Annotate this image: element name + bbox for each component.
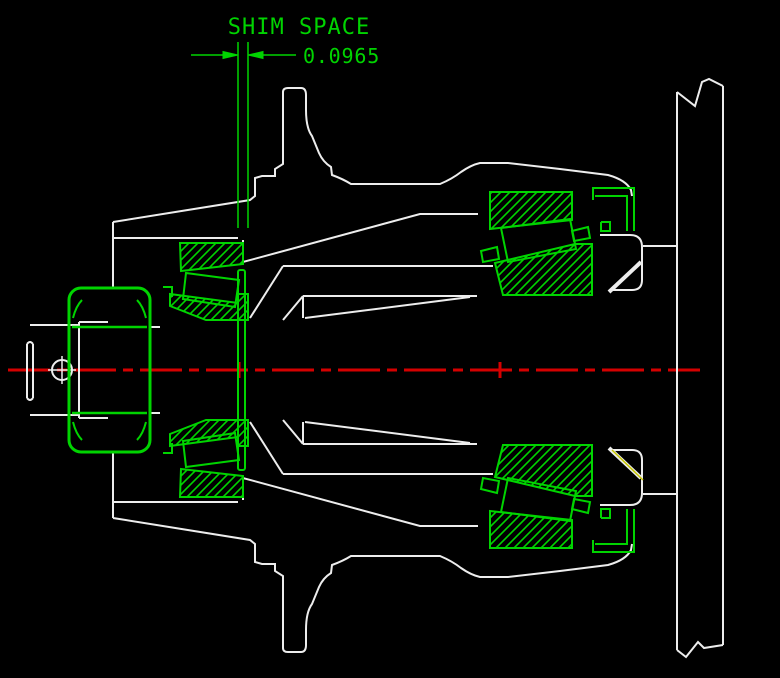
seal-contact-accent [611,449,644,481]
inner-bearing-cup-lower [178,467,244,498]
hub-bore-line-lower [242,476,478,527]
spindle-washer [237,269,246,471]
outer-bearing-cup [489,191,573,231]
hub-bore-line [242,213,478,264]
inner-bearing-cone [169,292,249,321]
shim-space-value: 0.0965 [303,44,380,68]
spindle-shoulder-lower [249,421,284,475]
outer-bearing-cone-lower [493,444,593,497]
seal-inner-shell [595,195,628,231]
shim-space-label: SHIM SPACE [228,15,370,40]
outer-bearing-cage-left-lower [479,476,501,495]
outer-bearing-cage-right-lower [570,497,592,515]
seal-outer-shell [592,187,635,231]
outer-bearing-cup-lower [489,509,573,549]
hub-outer-profile [112,87,633,223]
spindle-taper-line-lower [304,421,471,444]
dim-arrow-right [247,50,264,60]
dim-arrow-left [222,50,239,60]
shim-dimension [191,42,296,228]
nut-body [67,286,152,454]
inner-bearing-cone-lower [169,419,249,448]
spindle [30,234,677,506]
seal-outer-shell-lower [592,509,635,553]
seal-inner-shell-lower [595,509,628,545]
inner-bearing-cage-lower [163,443,173,454]
centerline [8,362,700,378]
spindle-step-chamfer-lower [282,419,304,445]
washer [237,269,246,471]
spindle-taper-line [304,296,471,319]
nut-chamfer-arc-br [136,421,147,441]
seal-contact-line [607,260,643,294]
nut-chamfer-arc-tl [72,299,83,319]
outer-bearing-cage-right [570,225,592,243]
outer-bearing-cage-left [479,245,501,264]
shim-dimension-labels: SHIM SPACE 0.0965 [228,15,380,68]
plate-break-top [676,77,724,108]
grease-seal [592,187,635,553]
inner-bearing [163,242,249,498]
inner-bearing-cage [163,286,173,297]
outer-bearing [479,191,593,549]
nut-chamfer-arc-tr [136,299,147,319]
axle-plate [676,77,724,659]
nut-chamfer-arc-bl [72,421,83,441]
castle-nut [67,286,152,454]
cotter-pin-cap-top [26,341,34,345]
spindle-shoulder [249,265,284,319]
seal-lip [600,221,611,232]
seal-lip-lower [600,508,611,519]
cotter-pin-cap-bottom [26,397,34,401]
cotter-pin [26,341,76,401]
plate-break-bottom [676,640,724,659]
spindle-step-chamfer [282,295,304,321]
inner-bearing-cup [178,242,244,273]
outer-bearing-cone [493,243,593,296]
hub-outer-profile-lower [112,517,633,653]
